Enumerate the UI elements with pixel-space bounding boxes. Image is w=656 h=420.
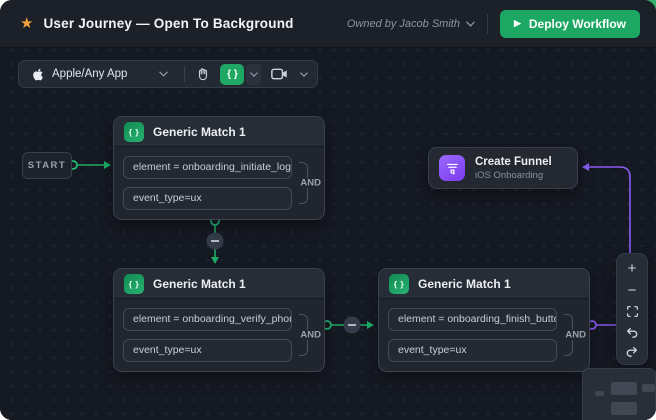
chevron-down-icon	[250, 71, 258, 77]
edge-operator-minus-icon[interactable]	[343, 316, 361, 334]
node-subtitle: iOS Onboarding	[475, 169, 544, 181]
minimap-node	[611, 402, 637, 415]
generic-match-node-3[interactable]: { } Generic Match 1 element = onboarding…	[378, 268, 590, 372]
minimap-node	[611, 382, 637, 395]
undo-button[interactable]	[617, 326, 647, 338]
redo-button[interactable]	[617, 345, 647, 357]
toolbar-divider	[184, 66, 186, 82]
braces-icon: { }	[227, 68, 238, 80]
deploy-workflow-button[interactable]: ▶ Deploy Workflow	[499, 9, 640, 38]
canvas-toolbar: Apple/Any App { }	[18, 60, 319, 88]
and-bracket	[564, 314, 573, 356]
node-title: Generic Match 1	[153, 124, 246, 139]
start-node[interactable]: START	[22, 152, 72, 179]
code-match-tool-dropdown[interactable]	[246, 63, 262, 85]
chevron-down-icon	[300, 71, 308, 77]
funnel-icon	[439, 155, 465, 181]
app-selector-dropdown[interactable]: Apple/Any App	[19, 61, 180, 87]
braces-badge-icon: { }	[389, 273, 409, 294]
header-divider	[486, 13, 488, 34]
hand-icon	[199, 67, 208, 80]
arrowhead-icon	[211, 257, 219, 264]
video-camera-icon	[271, 68, 288, 80]
condition-row[interactable]: element = onboarding_verify_phone	[123, 308, 292, 331]
condition-row[interactable]: element = onboarding_finish_button	[388, 308, 557, 331]
fit-view-button[interactable]	[617, 305, 647, 318]
apple-logo-icon	[33, 68, 43, 80]
start-node-label: START	[27, 160, 67, 171]
node-header: { } Generic Match 1	[114, 269, 324, 299]
owner-dropdown[interactable]: Owned by Jacob Smith	[347, 18, 475, 30]
condition-row[interactable]: event_type=ux	[123, 339, 292, 362]
and-operator-label: AND	[300, 329, 321, 341]
generic-match-node-2[interactable]: { } Generic Match 1 element = onboarding…	[113, 268, 325, 372]
node-title: Create Funnel	[475, 155, 552, 168]
deploy-button-label: Deploy Workflow	[528, 16, 626, 31]
and-operator-label: AND	[565, 329, 586, 341]
node-title: Generic Match 1	[153, 276, 246, 291]
canvas-minimap[interactable]	[582, 368, 656, 420]
play-icon: ▶	[513, 18, 521, 28]
recorder-tool-dropdown[interactable]	[296, 64, 311, 85]
edge-operator-minus-icon[interactable]	[206, 232, 224, 250]
header-bar: ★ User Journey — Open To Background Owne…	[0, 0, 656, 48]
workflow-canvas[interactable]: Apple/Any App { } START	[0, 48, 656, 420]
fit-screen-icon	[626, 306, 638, 318]
create-funnel-node[interactable]: Create Funnel iOS Onboarding	[428, 147, 578, 189]
and-bracket	[299, 162, 308, 204]
condition-row[interactable]: element = onboarding_initiate_login	[123, 156, 292, 179]
braces-badge-icon: { }	[124, 273, 144, 294]
node-header: { } Generic Match 1	[114, 117, 324, 147]
condition-row[interactable]: event_type=ux	[388, 339, 557, 362]
arrowhead-icon	[582, 163, 589, 171]
undo-arrow-icon	[627, 327, 638, 338]
node-title: Generic Match 1	[418, 276, 511, 291]
page-title: User Journey — Open To Background	[43, 16, 294, 31]
generic-match-node-1[interactable]: { } Generic Match 1 element = onboarding…	[113, 116, 325, 220]
arrowhead-icon	[367, 321, 374, 329]
and-operator-label: AND	[300, 177, 321, 189]
pan-tool-button[interactable]	[189, 63, 217, 85]
chevron-down-icon	[466, 21, 475, 27]
app-selector-value: Apple/Any App	[52, 68, 128, 80]
and-bracket	[299, 314, 308, 356]
minimap-node	[595, 391, 604, 396]
redo-arrow-icon	[626, 346, 637, 357]
node-header: { } Generic Match 1	[379, 269, 589, 299]
zoom-out-button[interactable]: −	[627, 282, 637, 300]
owner-label: Owned by Jacob Smith	[346, 17, 460, 30]
condition-row[interactable]: event_type=ux	[123, 187, 292, 210]
arrowhead-icon	[104, 161, 111, 169]
minimap-node	[642, 384, 655, 392]
favorite-star-icon[interactable]: ★	[20, 15, 34, 32]
zoom-in-button[interactable]: +	[627, 260, 637, 278]
code-match-tool-button[interactable]: { }	[220, 63, 245, 85]
chevron-down-icon	[159, 71, 169, 77]
canvas-zoom-toolbar: + −	[616, 253, 648, 365]
recorder-tool-button[interactable]	[264, 63, 295, 85]
braces-badge-icon: { }	[124, 121, 144, 142]
